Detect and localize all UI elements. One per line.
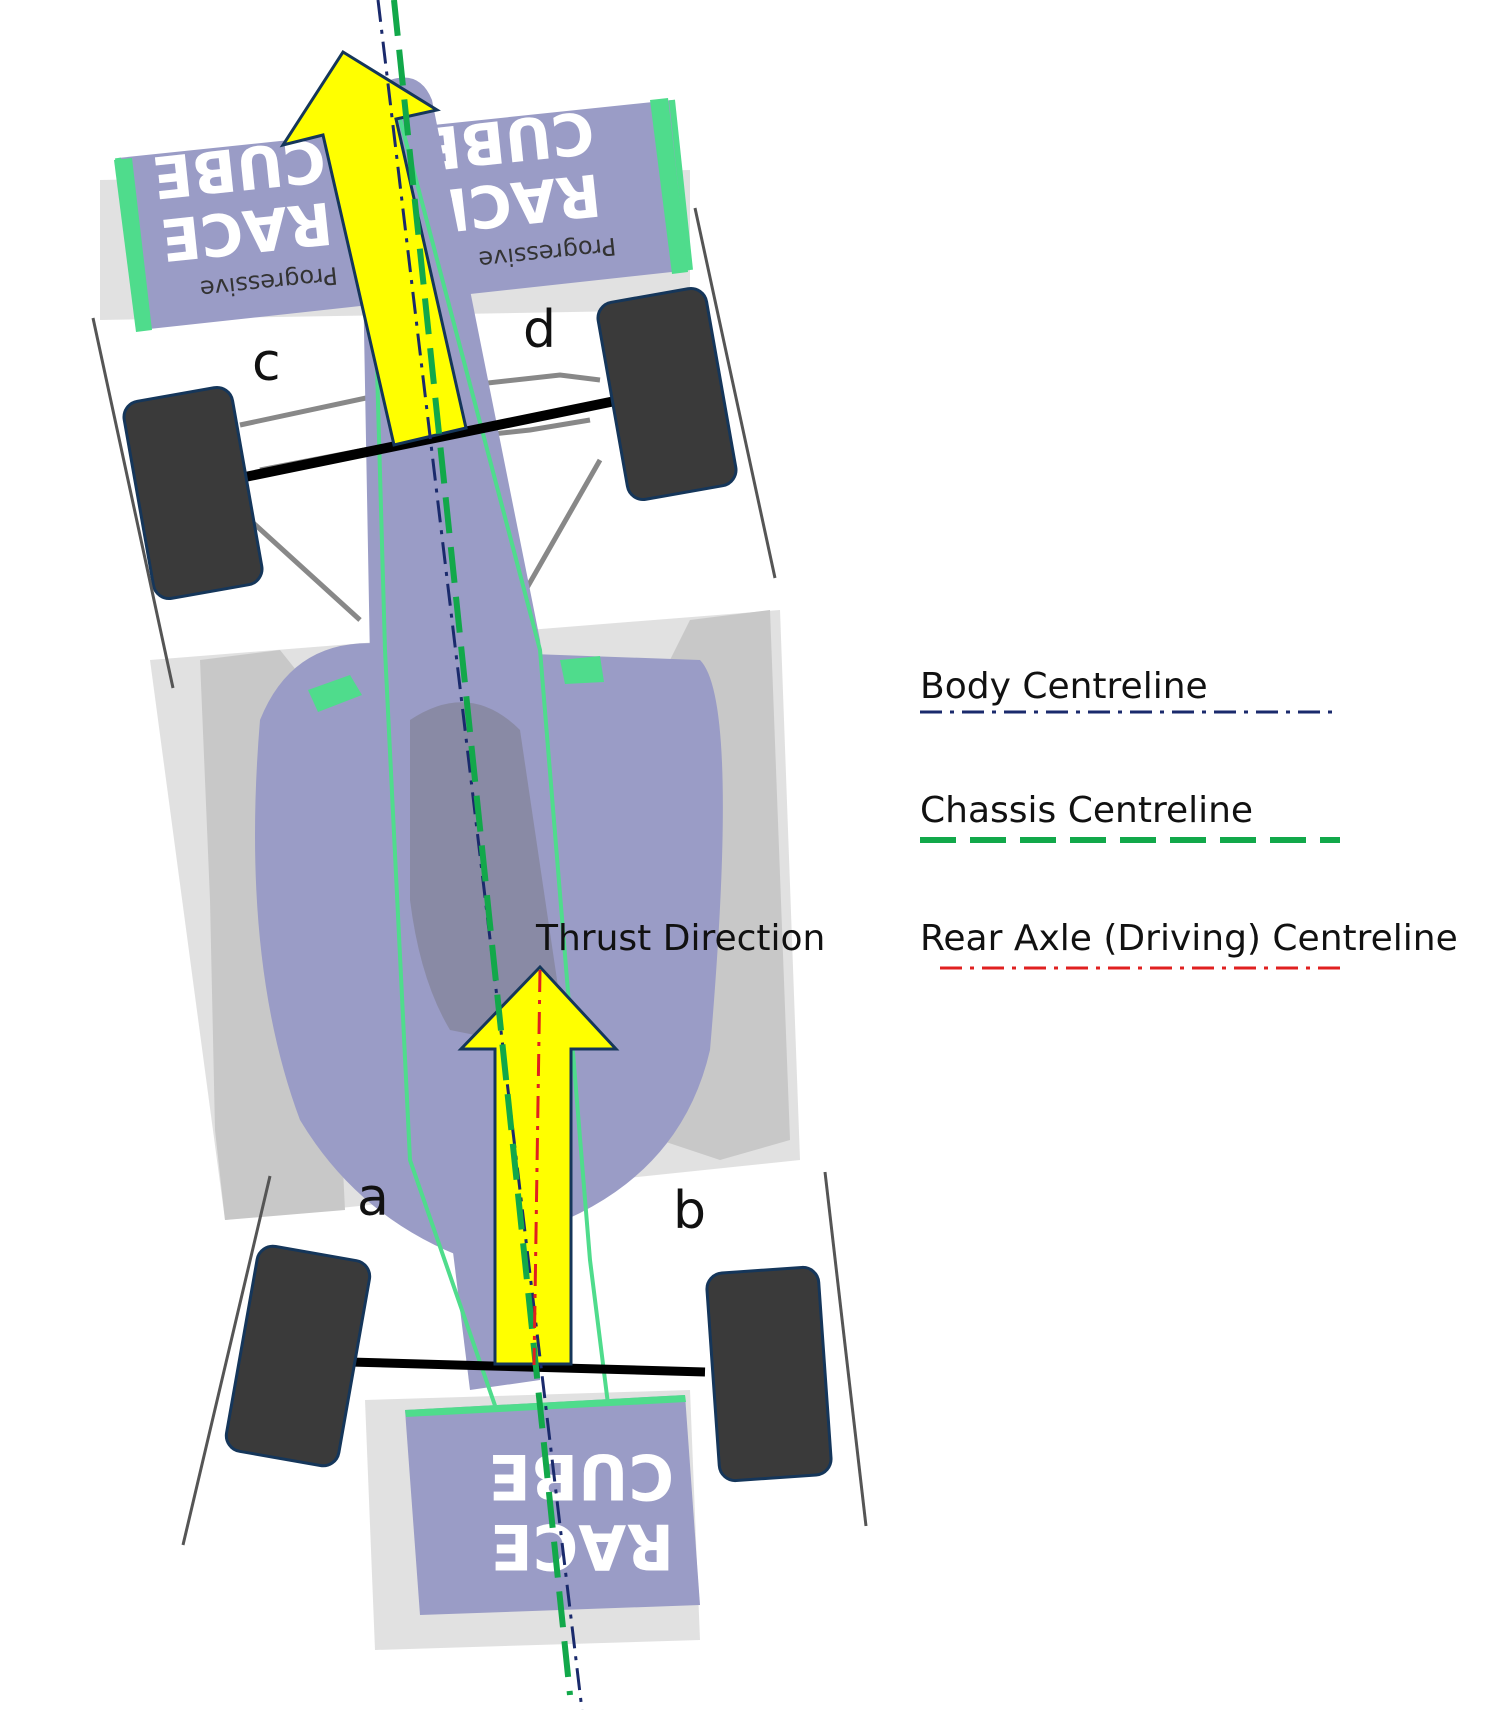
tyre-c (122, 386, 264, 600)
thrust-direction-label: Thrust Direction (535, 918, 825, 959)
front-axle-line (349, 1357, 706, 1377)
tyre-a (224, 1244, 372, 1468)
legend-item-rear-axle-centreline: Rear Axle (Driving) Centreline (920, 918, 1458, 970)
rear-axle-line (238, 395, 622, 483)
wheel-label-b: b (673, 1181, 706, 1241)
wing-text-race-front: RACE (490, 1510, 674, 1583)
legend-item-body-centreline: Body Centreline (920, 666, 1340, 714)
tyre-b (705, 1265, 833, 1483)
wing-text-cube-front: CUBE (489, 1440, 674, 1513)
chassis-centreline (391, 0, 573, 1696)
legend-label-rear-axle: Rear Axle (Driving) Centreline (920, 918, 1458, 959)
legend-item-chassis-centreline: Chassis Centreline (920, 790, 1340, 843)
legend: Body Centreline Chassis Centreline Rear … (920, 666, 1458, 970)
wheel-label-d: d (523, 300, 556, 360)
formula-car-top-view-icon: RACE RACE CUBE CUBE Progressive Progress… (91, 77, 868, 1650)
legend-label-body: Body Centreline (920, 666, 1208, 707)
wheel-label-c: c (252, 333, 281, 393)
toe-reference-lines (91, 207, 868, 1546)
centrelines (376, 0, 584, 1710)
tyre-d (596, 287, 738, 501)
wheel-label-a: a (357, 1168, 389, 1228)
legend-label-chassis: Chassis Centreline (920, 790, 1253, 831)
